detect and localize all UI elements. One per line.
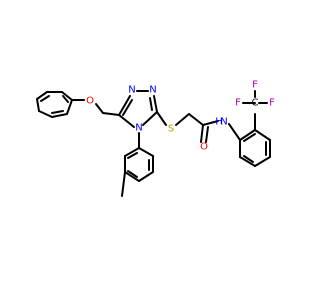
atom-h-amide: H	[215, 117, 223, 128]
molecule-structure: O N N N S O N H F C F F	[36, 80, 275, 197]
triazole-ring	[118, 90, 158, 128]
atom-o-ether: O	[86, 96, 94, 107]
bond-triazole-sulfur	[156, 111, 167, 126]
bond-sulfur-ch2	[175, 113, 190, 126]
atom-c-cf3: C	[252, 98, 259, 109]
molecule-canvas: O N N N S O N H F C F F	[36, 80, 275, 197]
bond-amide-aryl	[228, 123, 241, 141]
atom-n-triazole-top-left: N	[128, 85, 135, 96]
bond-methyl	[121, 171, 126, 197]
atom-n-triazole-top-right: N	[149, 85, 156, 96]
atom-s-thioether: S	[168, 124, 174, 135]
bond-carbonyl-amide	[202, 120, 219, 126]
atom-o-carbonyl: O	[200, 142, 208, 153]
bond-carbonyl-double	[200, 124, 204, 143]
atom-n-amide: N	[220, 117, 227, 128]
atom-f-mid: F	[252, 80, 258, 91]
tolyl-ring	[124, 147, 154, 182]
trifluoromethylphenyl-ring	[239, 129, 271, 167]
bond-ch2-triazole	[102, 112, 120, 116]
atom-f-right: F	[269, 98, 275, 109]
bond-oxygen-ch2	[95, 103, 104, 114]
phenoxy-ring	[36, 91, 73, 118]
bond-ch2-carbonyl	[188, 113, 204, 126]
bond-carbonyl-double-2	[205, 126, 209, 143]
atom-n-triazole-ring: N	[135, 123, 142, 134]
atom-f-left: F	[235, 98, 241, 109]
